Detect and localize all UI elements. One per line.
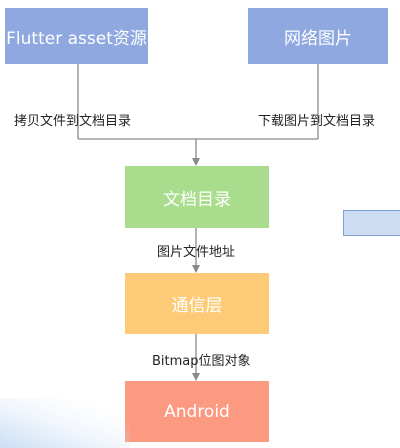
node-android-label: Android — [164, 401, 230, 422]
node-android: Android — [125, 381, 269, 442]
node-comm-layer-label: 通信层 — [171, 296, 223, 316]
edge-label-bitmap-object: Bitmap位图对象 — [152, 354, 251, 369]
node-documents-dir-label: 文档目录 — [163, 189, 231, 210]
node-documents-dir: 文档目录 — [125, 166, 269, 228]
node-flutter-asset-label: Flutter asset资源 — [6, 28, 147, 49]
node-comm-layer: 通信层 — [125, 273, 269, 334]
node-network-image-label: 网络图片 — [284, 28, 352, 49]
node-flutter-asset: Flutter asset资源 — [5, 8, 148, 64]
side-box-partial — [343, 210, 400, 236]
edge-label-copy-files: 拷贝文件到文档目录 — [14, 114, 132, 129]
decorative-corner-gradient — [0, 398, 130, 448]
edge-label-image-file-address: 图片文件地址 — [157, 245, 236, 260]
edge-label-download-images: 下载图片到文档目录 — [258, 114, 376, 129]
node-network-image: 网络图片 — [248, 8, 388, 64]
